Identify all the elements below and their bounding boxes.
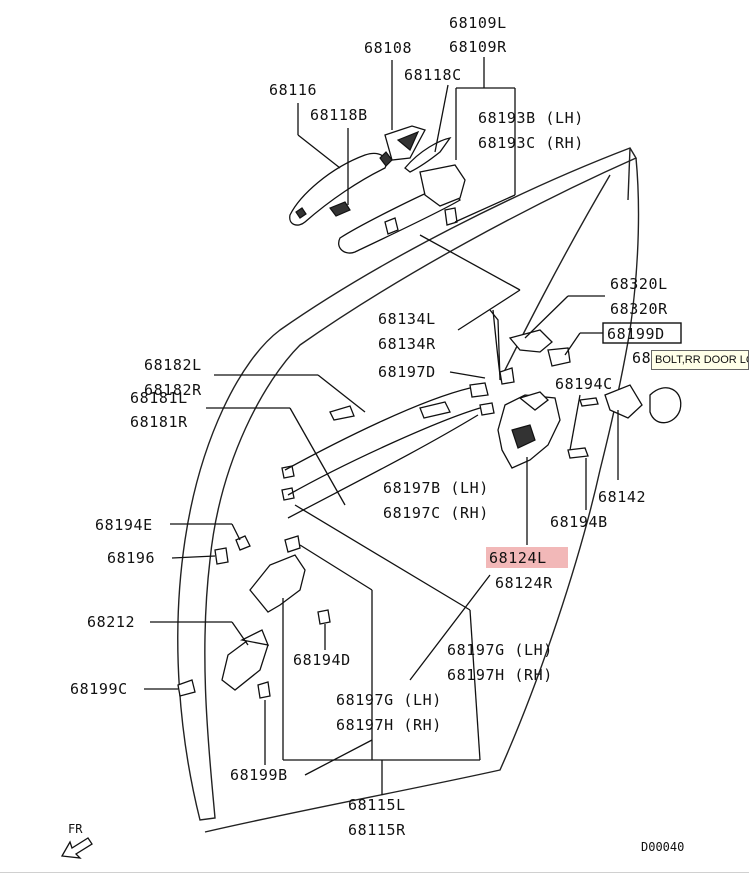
label-68197D: 68197D [378, 363, 436, 381]
label-68115R: 68115R [348, 821, 406, 839]
diagram-code: D00040 [641, 840, 684, 854]
leader-lines [144, 57, 619, 795]
label-68182L: 68182L [144, 356, 202, 374]
label-68199C: 68199C [70, 680, 128, 698]
label-68197C: 68197C (RH) [383, 504, 489, 522]
fr-label: FR [68, 822, 83, 836]
label-68197H-left: 68197H (RH) [336, 716, 442, 734]
label-68109R: 68109R [449, 38, 507, 56]
label-68116: 68116 [269, 81, 317, 99]
label-68142: 68142 [598, 488, 646, 506]
label-68193B: 68193B (LH) [478, 109, 584, 127]
highlight-68124L [486, 547, 568, 568]
label-68194D: 68194D [293, 651, 351, 669]
part-tooltip: BOLT,RR DOOR LOCK [651, 350, 749, 370]
label-68118B: 68118B [310, 106, 368, 124]
label-68124R: 68124R [495, 574, 553, 592]
label-68194C: 68194C [555, 375, 613, 393]
label-68-partial: 68 [632, 349, 651, 367]
label-68134L: 68134L [378, 310, 436, 328]
label-68199B: 68199B [230, 766, 288, 784]
fr-arrow-icon [60, 837, 93, 859]
label-68194E: 68194E [95, 516, 153, 534]
label-68212: 68212 [87, 613, 135, 631]
label-68196: 68196 [107, 549, 155, 567]
label-68108: 68108 [364, 39, 412, 57]
label-68320L: 68320L [610, 275, 668, 293]
label-68194B: 68194B [550, 513, 608, 531]
label-68109L: 68109L [449, 14, 507, 32]
label-68199D[interactable]: 68199D [607, 325, 665, 343]
label-68197G-left: 68197G (LH) [336, 691, 442, 709]
box-68199D [602, 322, 682, 344]
label-68134R: 68134R [378, 335, 436, 353]
latch-assembly [214, 329, 682, 565]
outside-handle-assembly [289, 125, 466, 254]
label-68320R: 68320R [610, 300, 668, 318]
label-68197G-right: 68197G (LH) [447, 641, 553, 659]
label-68182R: 68182R [144, 381, 202, 399]
label-68197B: 68197B (LH) [383, 479, 489, 497]
label-68124L[interactable]: 68124L [489, 549, 547, 567]
inside-handle-assembly [177, 309, 501, 699]
label-68118C: 68118C [404, 66, 462, 84]
label-68197H-right: 68197H (RH) [447, 666, 553, 684]
label-68181R-main: 68181R [130, 413, 188, 431]
label-68115L: 68115L [348, 796, 406, 814]
bottom-divider [0, 872, 749, 873]
label-68181L: 68181L [130, 389, 188, 407]
label-68193C: 68193C (RH) [478, 134, 584, 152]
front-direction-indicator: FR [60, 822, 93, 859]
